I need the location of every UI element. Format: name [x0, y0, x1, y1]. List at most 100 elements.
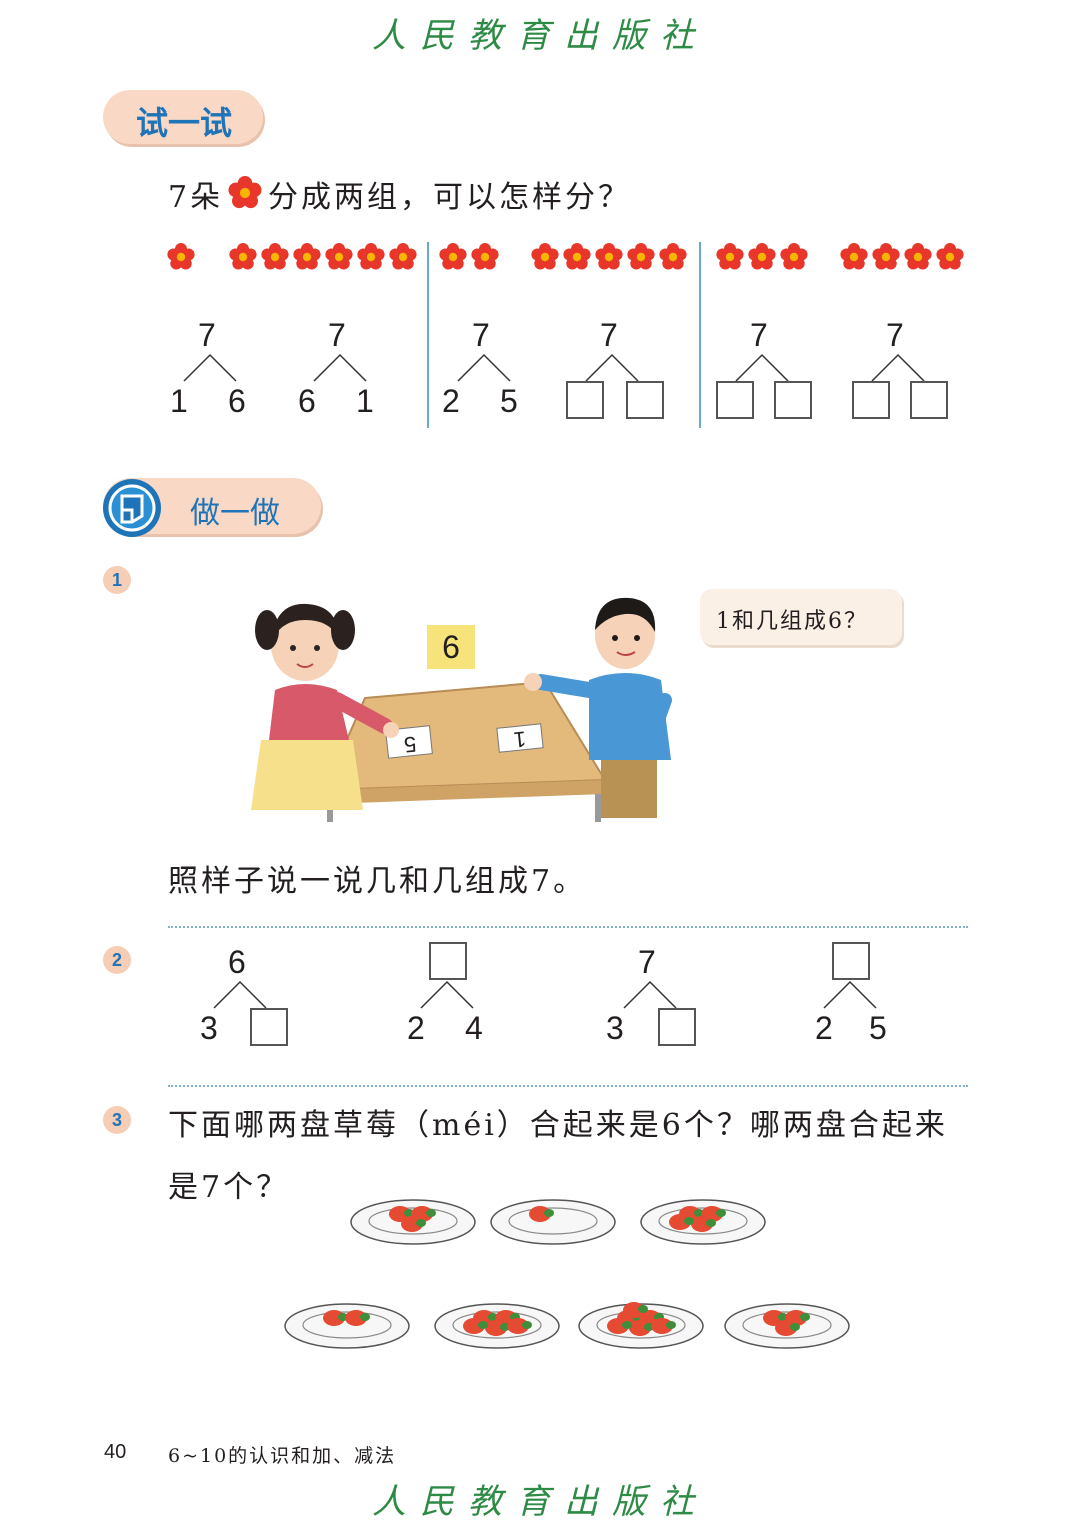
decomposition-5-branches	[735, 353, 789, 382]
flower-icon	[229, 243, 257, 270]
exercise-2-badge: 2	[103, 946, 131, 974]
children-table-illustration	[251, 597, 672, 822]
dotted-divider	[168, 1085, 968, 1087]
publisher-footer: 人民教育出版社	[372, 1482, 708, 1522]
exercise-2-tree-4-left: 2	[815, 1010, 833, 1046]
flower-icon	[293, 243, 321, 270]
strawberry-icon	[691, 1216, 713, 1232]
exercise-2-tree-1-left: 3	[200, 1010, 218, 1046]
strawberry-plate[interactable]	[724, 1290, 850, 1350]
page-number: 40	[104, 1441, 127, 1463]
flower-icon	[167, 243, 195, 270]
exercise-2-tree-4-right: 5	[869, 1010, 887, 1046]
decomposition-1-top: 7	[198, 317, 216, 353]
flower-icon	[780, 243, 808, 270]
decomposition-1-branches	[183, 353, 237, 382]
exercise-1-badge: 1	[103, 566, 131, 594]
decomposition-2-left: 6	[298, 383, 316, 419]
exercise-2-tree-2-top-blank[interactable]	[429, 942, 467, 980]
decomposition-3-branches	[457, 353, 511, 382]
dotted-divider	[168, 926, 968, 928]
question-before: 7朵	[168, 180, 224, 215]
exercise-3-badge: 3	[103, 1106, 131, 1134]
strawberry-icon	[623, 1302, 645, 1318]
do-section-label: 做一做	[190, 496, 280, 531]
decomposition-2-top: 7	[328, 317, 346, 353]
flower-icon	[531, 243, 559, 270]
decomposition-4-left-blank[interactable]	[566, 381, 604, 419]
decomposition-3-top: 7	[472, 317, 490, 353]
decomposition-4-top: 7	[600, 317, 618, 353]
flower-icon	[389, 243, 417, 270]
decomposition-3-right: 5	[500, 383, 518, 419]
decomposition-6-branches	[871, 353, 925, 382]
publisher-header: 人民教育出版社	[372, 16, 708, 56]
flower-icon	[904, 243, 932, 270]
flower-icon	[439, 243, 467, 270]
card-right: 1	[512, 726, 528, 753]
group-divider	[427, 242, 429, 428]
exercise-2-tree-2-right: 4	[465, 1010, 483, 1046]
flower-icon	[659, 243, 687, 270]
strawberry-icon	[669, 1214, 691, 1230]
exercise-3-line2: 是7个？	[168, 1170, 290, 1205]
exercise-2-tree-4-branches	[823, 980, 877, 1009]
decomposition-6-right-blank[interactable]	[910, 381, 948, 419]
strawberry-icon	[507, 1318, 529, 1334]
flower-icon	[563, 243, 591, 270]
flower-icon	[748, 243, 776, 270]
decomposition-4-branches	[585, 353, 639, 382]
speech-bubble	[700, 589, 902, 645]
exercise-1-instruction: 照样子说一说几和几组成7。	[168, 864, 587, 899]
flower-icon	[228, 176, 262, 209]
exercise-2-tree-1-right-blank[interactable]	[250, 1008, 288, 1046]
flower-icon	[357, 243, 385, 270]
chapter-title: 6~10的认识和加、减法	[168, 1445, 397, 1467]
decomposition-2-right: 1	[356, 383, 374, 419]
target-number-card	[427, 625, 475, 669]
decomposition-6-left-blank[interactable]	[852, 381, 890, 419]
flower-icon	[471, 243, 499, 270]
exercise-2-tree-3-branches	[623, 980, 677, 1009]
do-section-icon	[103, 479, 161, 537]
flower-icon	[936, 243, 964, 270]
strawberry-icon	[485, 1320, 507, 1336]
exercise-2-tree-3-right-blank[interactable]	[658, 1008, 696, 1046]
speech-text: 1和几组成6？	[716, 609, 868, 634]
card-left: 5	[402, 731, 418, 758]
strawberry-plate[interactable]	[490, 1186, 616, 1246]
strawberry-plate[interactable]	[284, 1290, 410, 1350]
exercise-2-tree-1-branches	[213, 980, 267, 1009]
decomposition-3-left: 2	[442, 383, 460, 419]
strawberry-plate[interactable]	[434, 1290, 560, 1350]
flower-icon	[872, 243, 900, 270]
strawberry-icon	[323, 1310, 345, 1326]
decomposition-5-right-blank[interactable]	[774, 381, 812, 419]
strawberry-icon	[651, 1318, 673, 1334]
try-section-pill	[103, 90, 263, 144]
flower-icon	[595, 243, 623, 270]
question-after: 分成两组，可以怎样分？	[268, 180, 631, 215]
exercise-2-tree-4-top-blank[interactable]	[832, 942, 870, 980]
strawberry-icon	[629, 1320, 651, 1336]
decomposition-6-top: 7	[886, 317, 904, 353]
exercise-2-tree-1-top: 6	[228, 944, 246, 980]
exercise-2-tree-2-branches	[420, 980, 474, 1009]
decomposition-4-right-blank[interactable]	[626, 381, 664, 419]
try-section-label: 试一试	[136, 104, 233, 142]
group-divider	[699, 242, 701, 428]
strawberry-icon	[607, 1318, 629, 1334]
strawberry-icon	[463, 1318, 485, 1334]
strawberry-icon	[401, 1216, 423, 1232]
strawberry-plate[interactable]	[640, 1186, 766, 1246]
flower-icon	[716, 243, 744, 270]
exercise-2-tree-3-left: 3	[606, 1010, 624, 1046]
flower-icon	[627, 243, 655, 270]
strawberry-icon	[529, 1206, 551, 1222]
flower-icon	[261, 243, 289, 270]
decomposition-5-left-blank[interactable]	[716, 381, 754, 419]
strawberry-plate[interactable]	[350, 1186, 476, 1246]
strawberry-plate[interactable]	[578, 1290, 704, 1350]
decomposition-5-top: 7	[750, 317, 768, 353]
decomposition-2-branches	[313, 353, 367, 382]
